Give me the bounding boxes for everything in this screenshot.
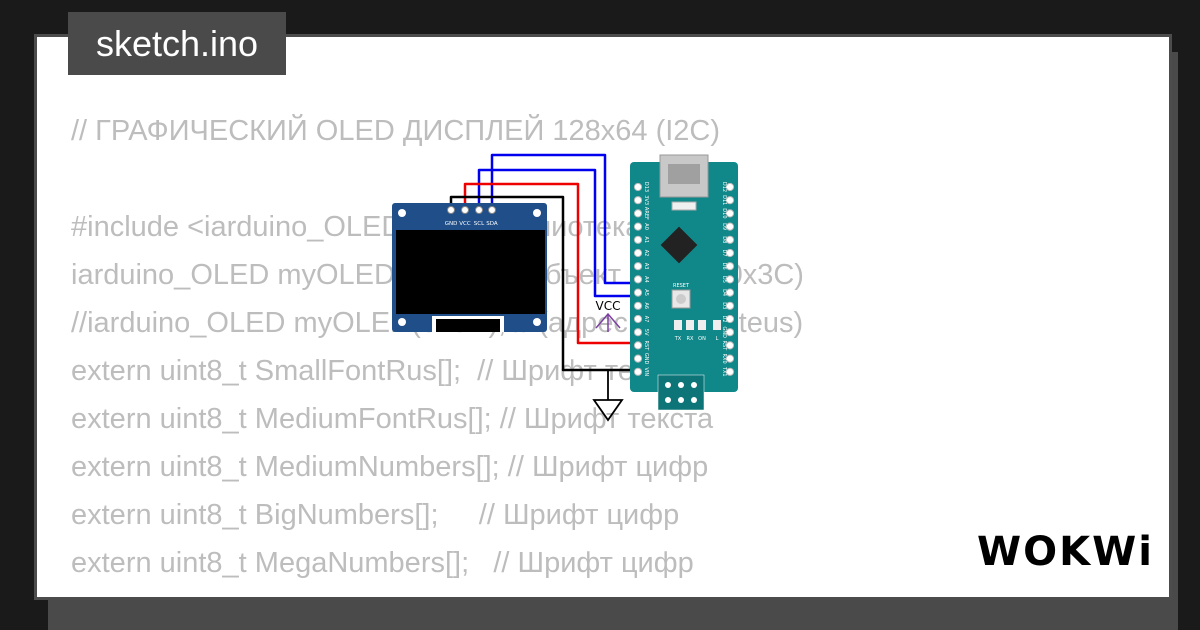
- file-tab[interactable]: sketch.ino: [68, 12, 286, 75]
- nano-pin-label: D6: [721, 263, 727, 270]
- nano-pin-pad[interactable]: [633, 182, 643, 192]
- code-line: extern uint8_t MegaNumbers[]; // Шрифт ц…: [71, 547, 694, 579]
- nano-pin-label: D4: [721, 289, 727, 296]
- nano-pin-pad[interactable]: [725, 341, 735, 350]
- nano-pin-pad[interactable]: [725, 235, 735, 244]
- code-line: // ГРАФИЧЕСКИЙ OLED ДИСПЛЕЙ 128x64 (I2C): [71, 115, 721, 147]
- nano-pin-pad[interactable]: [633, 275, 643, 284]
- led-label: L: [716, 336, 719, 342]
- nano-pin-pad[interactable]: [633, 262, 643, 271]
- nano-pin-label: A6: [643, 302, 649, 309]
- nano-pin-pad[interactable]: [633, 288, 643, 297]
- code-listing: // ГРАФИЧЕСКИЙ OLED ДИСПЛЕЙ 128x64 (I2C)…: [71, 107, 804, 597]
- nano-pin-label: A1: [643, 236, 649, 243]
- nano-pin-pad[interactable]: [633, 367, 643, 376]
- nano-pin-pad[interactable]: [633, 248, 643, 258]
- nano-pin-pad[interactable]: [633, 235, 643, 244]
- nano-pin-label: D8: [721, 236, 727, 243]
- nano-pin-label: A5: [643, 289, 649, 296]
- nano-pin-pad[interactable]: [725, 328, 735, 337]
- nano-pin-label: RST: [643, 341, 649, 352]
- nano-pin-pad[interactable]: [633, 196, 643, 205]
- wire-sda: [490, 153, 638, 285]
- nano-pin-pad[interactable]: [725, 275, 735, 284]
- svg-text:WOKWi: WOKWi: [977, 529, 1152, 575]
- nano-pin-pad[interactable]: [633, 328, 643, 337]
- led-label: RX: [687, 336, 694, 342]
- code-line: extern uint8_t SmallSymbols[]; // Шрифт …: [71, 587, 804, 597]
- nano-pin-pad[interactable]: [633, 341, 643, 350]
- nano-pin-label: A2: [643, 250, 649, 257]
- nano-pin-label: A4: [643, 276, 649, 283]
- wire-gnd: [449, 195, 638, 372]
- nano-pin-pad[interactable]: [725, 222, 735, 231]
- nano-pin-label: D12: [721, 182, 727, 192]
- code-line: extern uint8_t BigNumbers[]; // Шрифт ци…: [71, 499, 680, 531]
- wokwi-logo: WOKWi: [977, 529, 1152, 575]
- vcc-symbol: VCC: [595, 299, 621, 332]
- oled-pin-label: SCL: [474, 221, 485, 227]
- nano-pin-label: D10: [721, 208, 727, 218]
- nano-pin-pad[interactable]: [633, 314, 643, 324]
- nano-pin-pad[interactable]: [725, 301, 735, 310]
- nano-pin-pad[interactable]: [725, 248, 735, 258]
- nano-pin-label: A0: [643, 223, 649, 230]
- nano-pin-label: TX1: [721, 366, 727, 377]
- nano-pin-pad[interactable]: [633, 354, 643, 363]
- code-line: extern uint8_t MediumNumbers[]; // Шрифт…: [71, 451, 709, 483]
- led-label: ON: [698, 336, 706, 342]
- nano-pin-pad[interactable]: [725, 367, 735, 376]
- nano-pin-pad[interactable]: [633, 301, 643, 310]
- code-card: // ГРАФИЧЕСКИЙ OLED ДИСПЛЕЙ 128x64 (I2C)…: [34, 34, 1172, 600]
- nano-pin-label: 3V3: [643, 195, 649, 205]
- nano-pin-label: D9: [721, 223, 727, 230]
- nano-pin-label: D7: [721, 249, 727, 256]
- vcc-label: VCC: [596, 299, 621, 313]
- nano-pin-label: VIN: [643, 367, 649, 376]
- nano-pin-label: RX0: [721, 354, 727, 364]
- file-name: sketch.ino: [95, 22, 259, 64]
- nano-pin-label: D5: [721, 276, 727, 283]
- ground-symbol: [592, 370, 624, 422]
- nano-pin-label: GND: [721, 326, 727, 338]
- nano-pin-label: A7: [643, 316, 649, 323]
- nano-pin-pad[interactable]: [633, 209, 643, 218]
- nano-pin-label: AREF: [643, 207, 649, 220]
- nano-pin-label: GND: [643, 353, 649, 365]
- oled-screen: [396, 230, 545, 314]
- nano-pin-label: A3: [643, 263, 649, 270]
- nano-pin-pad[interactable]: [725, 209, 735, 218]
- oled-pin-label: SDA: [486, 221, 498, 227]
- nano-pin-pad[interactable]: [633, 222, 643, 231]
- reset-button[interactable]: [671, 289, 691, 309]
- oled-pin-label: VCC: [459, 221, 471, 227]
- nano-pin-label: D11: [721, 195, 727, 205]
- nano-pin-label: D2: [721, 315, 727, 322]
- nano-pin-pad[interactable]: [725, 182, 735, 192]
- nano-pin-pad[interactable]: [725, 196, 735, 205]
- wire-scl: [477, 168, 638, 298]
- nano-pin-pad[interactable]: [725, 354, 735, 363]
- oled-pin-label: GND: [445, 221, 458, 227]
- reset-label: RESET: [673, 283, 690, 289]
- nano-pin-pad[interactable]: [725, 262, 735, 271]
- wire-vcc: [463, 182, 638, 345]
- nano-pin-pad[interactable]: [725, 314, 735, 324]
- nano-pin-label: RST: [721, 341, 727, 352]
- mcu-chip: [660, 226, 698, 264]
- led-label: TX: [674, 336, 682, 342]
- nano-pin-pad[interactable]: [725, 288, 735, 297]
- nano-pin-label: D13: [643, 182, 649, 192]
- nano-pin-label: D3: [721, 302, 727, 309]
- nano-pin-label: 5V: [643, 329, 649, 336]
